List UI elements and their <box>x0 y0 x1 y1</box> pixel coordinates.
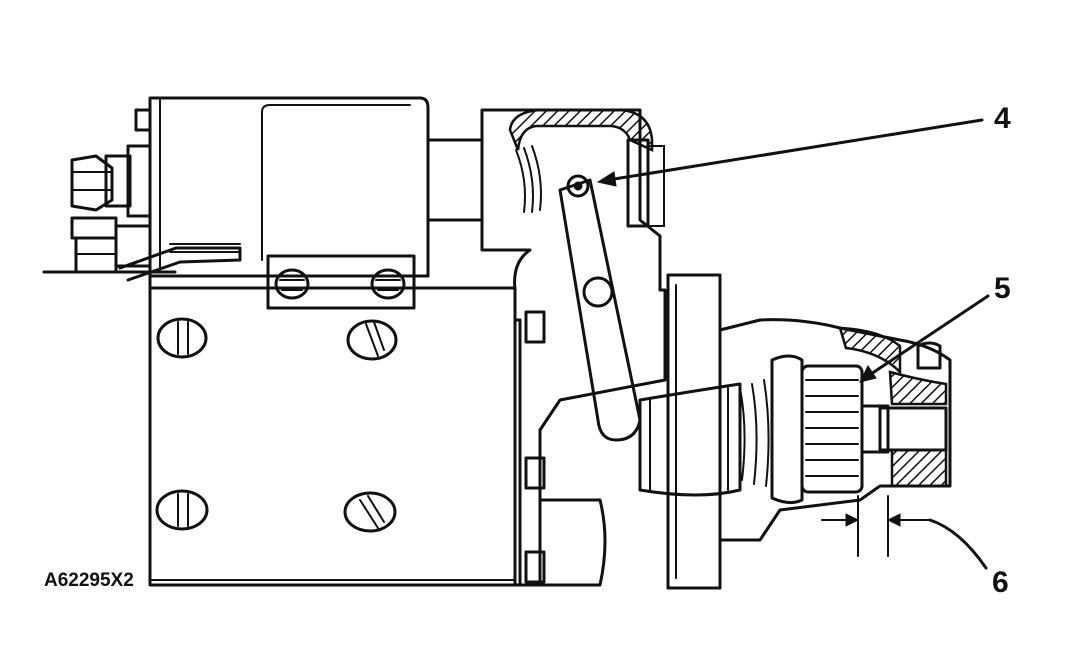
mounting-flange <box>666 273 722 590</box>
leader-line-4 <box>606 118 984 182</box>
slot-hole-top-left <box>156 317 208 359</box>
figure-id: A62295X2 <box>44 570 134 591</box>
callout-label-4: 4 <box>994 102 1011 135</box>
bracket-bolt-right <box>370 268 406 300</box>
bracket-bolt-left <box>274 268 310 300</box>
slot-hole-bottom-right <box>343 491 397 533</box>
drive-end-housing <box>480 108 667 587</box>
motor-housing <box>42 270 522 587</box>
solenoid-terminals <box>70 144 152 274</box>
pinion-housing <box>638 318 952 542</box>
plunger-neck <box>426 138 484 222</box>
leader-line-5 <box>866 294 990 378</box>
slot-hole-bottom-left <box>155 489 209 531</box>
solenoid <box>118 96 430 310</box>
leader-line-6 <box>928 518 988 570</box>
callout-label-6: 6 <box>992 566 1009 599</box>
callout-label-5: 5 <box>994 272 1011 305</box>
slot-hole-top-right <box>346 319 398 361</box>
leader-lines <box>596 118 990 570</box>
mounting-slot-holes <box>155 317 398 533</box>
pinion-clearance-dimension <box>821 495 931 557</box>
